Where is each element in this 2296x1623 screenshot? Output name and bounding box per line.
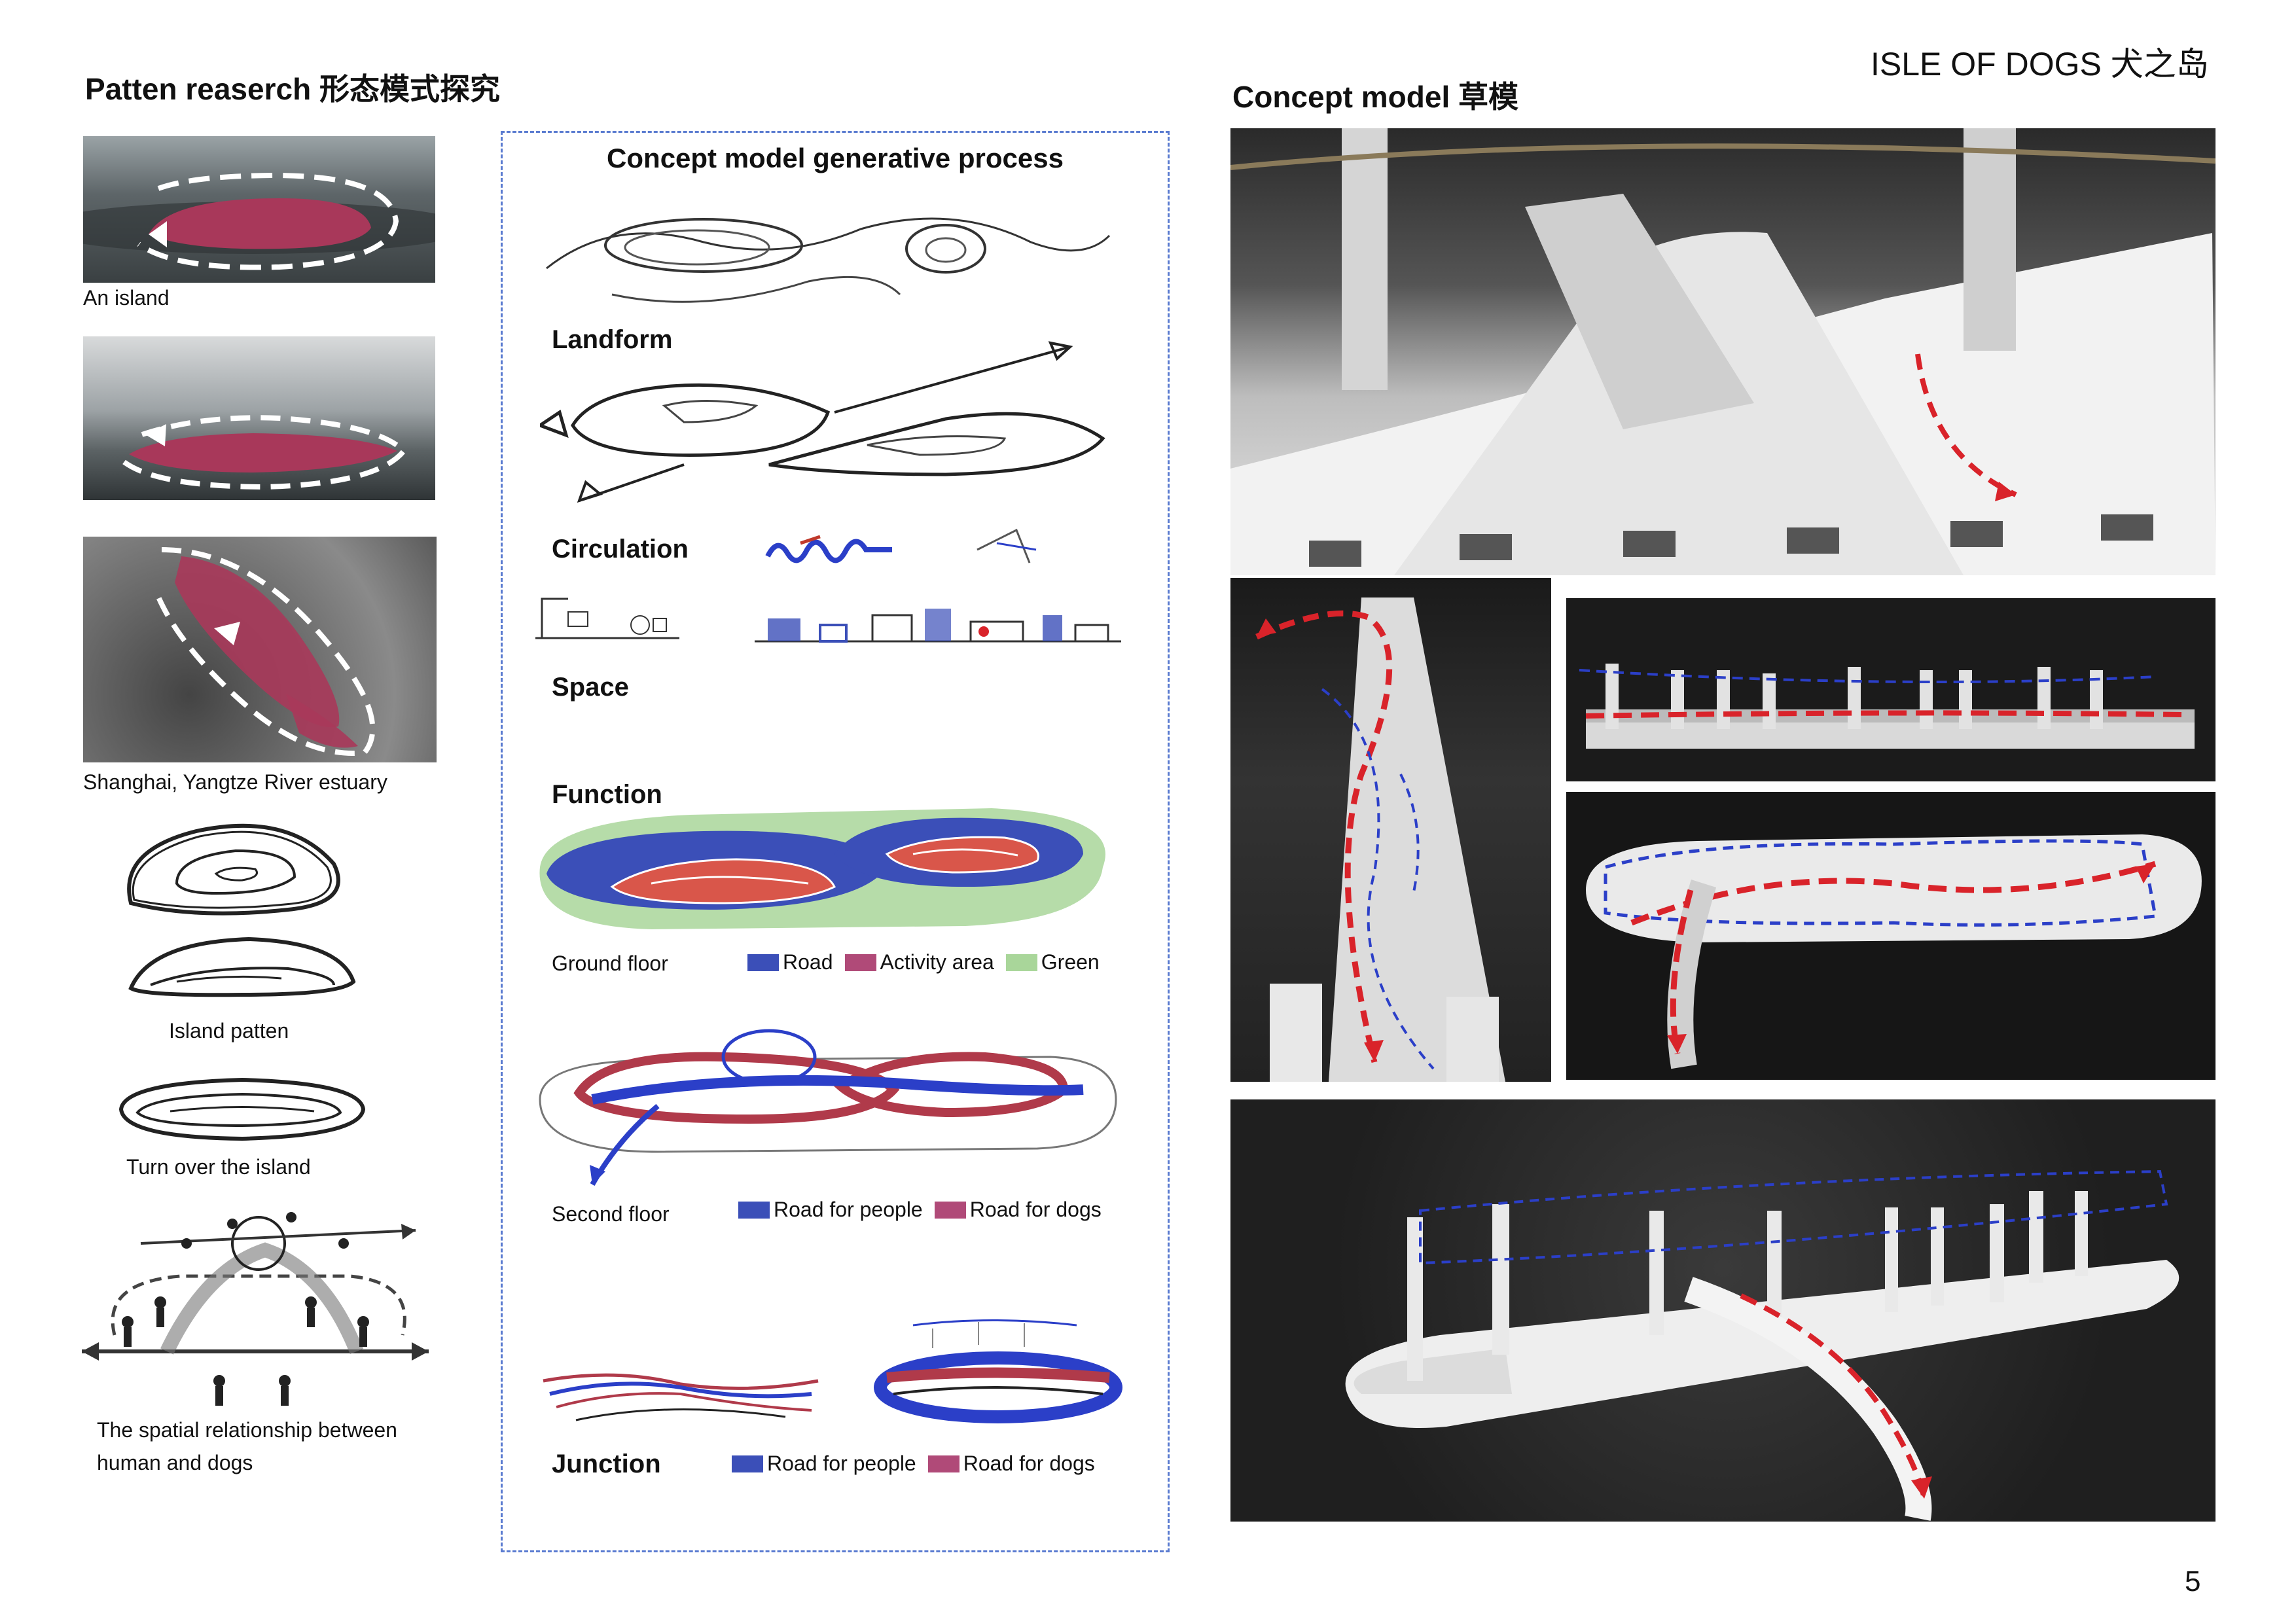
caption-relationship-1: The spatial relationship between — [97, 1418, 397, 1442]
legend-dogs-j: Road for dogs — [963, 1452, 1095, 1475]
step-junction: Junction — [552, 1450, 661, 1478]
ground-floor-plan-sketch — [520, 795, 1129, 939]
brand-title: ISLE OF DOGS 犬之岛 — [1871, 46, 2209, 82]
caption-relationship-2: human and dogs — [97, 1451, 253, 1474]
legend-swatch-people — [738, 1201, 770, 1219]
legend-people-j: Road for people — [767, 1452, 916, 1475]
step-landform: Landform — [552, 325, 673, 354]
junction-legend: Road for people Road for dogs — [720, 1452, 1095, 1476]
model-photo-ramp-closeup — [1230, 128, 2215, 575]
model-photo-perspective — [1230, 1099, 2215, 1522]
landform-scribble — [533, 190, 1122, 321]
model-photo-top-view — [1566, 792, 2215, 1080]
island-photo — [83, 136, 435, 283]
step-function: Function — [552, 780, 662, 809]
model-photo-side-elevation — [1566, 598, 2215, 781]
junction-sketch-left — [537, 1355, 825, 1427]
legend-green: Green — [1041, 950, 1100, 974]
legend-activity: Activity area — [880, 950, 994, 974]
generative-process-panel — [501, 131, 1170, 1552]
caption-island-pattern: Island patten — [169, 1019, 289, 1043]
legend-people: Road for people — [774, 1198, 923, 1221]
concept-model-heading: Concept model 草模 — [1232, 80, 1519, 114]
space-sketch-right — [742, 589, 1134, 661]
caption-island: An island — [83, 286, 170, 310]
legend-road: Road — [783, 950, 833, 974]
circulation-squiggle — [761, 524, 1049, 569]
process-title: Concept model generative process — [607, 143, 1064, 173]
pattern-research-heading: Patten reaserch 形态模式探究 — [85, 72, 500, 106]
caption-turnover: Turn over the island — [126, 1155, 311, 1179]
caption-estuary: Shanghai, Yangtze River estuary — [83, 770, 387, 794]
second-floor-label: Second floor — [552, 1202, 670, 1226]
human-dog-relationship-sketch — [75, 1204, 442, 1414]
ground-floor-legend: Road Activity area Green — [740, 950, 1100, 974]
space-sketch-left — [529, 586, 692, 658]
model-photo-vertical-view — [1230, 578, 1551, 1082]
ground-floor-label: Ground floor — [552, 952, 668, 975]
second-floor-plan-sketch — [527, 1021, 1136, 1198]
legend-dogs: Road for dogs — [969, 1198, 1102, 1221]
river-island-photo — [83, 336, 435, 500]
step-space: Space — [552, 673, 629, 702]
page-number: 5 — [2185, 1565, 2201, 1597]
legend-swatch-people-j — [732, 1455, 763, 1472]
circulation-sketch — [540, 340, 1129, 517]
yangtze-estuary-map — [83, 537, 437, 762]
legend-swatch-road — [747, 954, 779, 971]
second-floor-legend: Road for people Road for dogs — [726, 1198, 1102, 1222]
turnover-sketch — [111, 1073, 373, 1145]
island-pattern-sketch-2 — [124, 929, 360, 1001]
legend-swatch-green — [1005, 954, 1037, 971]
legend-swatch-dogs-j — [927, 1455, 960, 1472]
step-circulation: Circulation — [552, 535, 689, 563]
legend-swatch-dogs — [934, 1201, 966, 1219]
junction-sketch-right — [861, 1309, 1136, 1440]
legend-swatch-activity — [844, 954, 876, 971]
island-pattern-sketch-1 — [118, 812, 367, 923]
